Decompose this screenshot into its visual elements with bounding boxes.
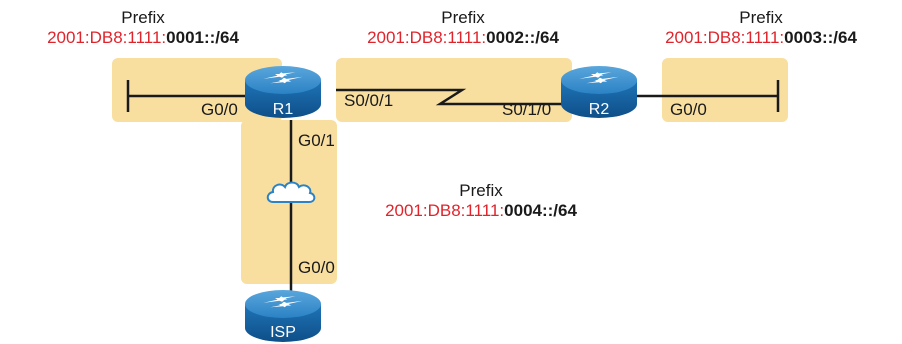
prefix-base: 2001:DB8:1111: <box>47 28 167 47</box>
cloud-icon <box>266 181 316 203</box>
router-r2-icon <box>561 66 637 118</box>
router-r2-name: R2 <box>588 101 610 118</box>
prefix-label-1: Prefix 2001:DB8:1111:0001::/64 <box>8 8 278 48</box>
interface-r1-g01: G0/1 <box>298 131 335 150</box>
prefix-label-4: Prefix 2001:DB8:1111:0004::/64 <box>346 181 616 221</box>
prefix-label-2: Prefix 2001:DB8:1111:0002::/64 <box>328 8 598 48</box>
prefix-base: 2001:DB8:1111: <box>665 28 785 47</box>
prefix-base: 2001:DB8:1111: <box>367 28 487 47</box>
prefix-title: Prefix <box>441 8 485 27</box>
subnet-highlight-lan-r2 <box>662 58 788 122</box>
serial-link <box>336 88 568 106</box>
router-isp-name: ISP <box>270 324 296 341</box>
prefix-subnet: 0003::/64 <box>784 28 857 47</box>
prefix-title: Prefix <box>459 181 503 200</box>
interface-r2-g00: G0/0 <box>670 100 707 119</box>
interface-r2-s010: S0/1/0 <box>502 100 552 119</box>
interface-isp-g00: G0/0 <box>298 258 335 277</box>
router-r1-icon <box>245 66 321 118</box>
router-r1-name: R1 <box>272 101 294 118</box>
interface-r1-s001: S0/0/1 <box>344 91 394 110</box>
subnet-highlight-lan-r1 <box>112 58 282 122</box>
prefix-subnet: 0002::/64 <box>486 28 559 47</box>
prefix-title: Prefix <box>739 8 783 27</box>
prefix-subnet: 0004::/64 <box>504 201 577 220</box>
prefix-label-3: Prefix 2001:DB8:1111:0003::/64 <box>624 8 898 48</box>
prefix-subnet: 0001::/64 <box>166 28 239 47</box>
interface-r1-g00: G0/0 <box>201 100 238 119</box>
router-isp-icon <box>245 290 321 342</box>
prefix-base: 2001:DB8:1111: <box>385 201 505 220</box>
prefix-title: Prefix <box>121 8 165 27</box>
